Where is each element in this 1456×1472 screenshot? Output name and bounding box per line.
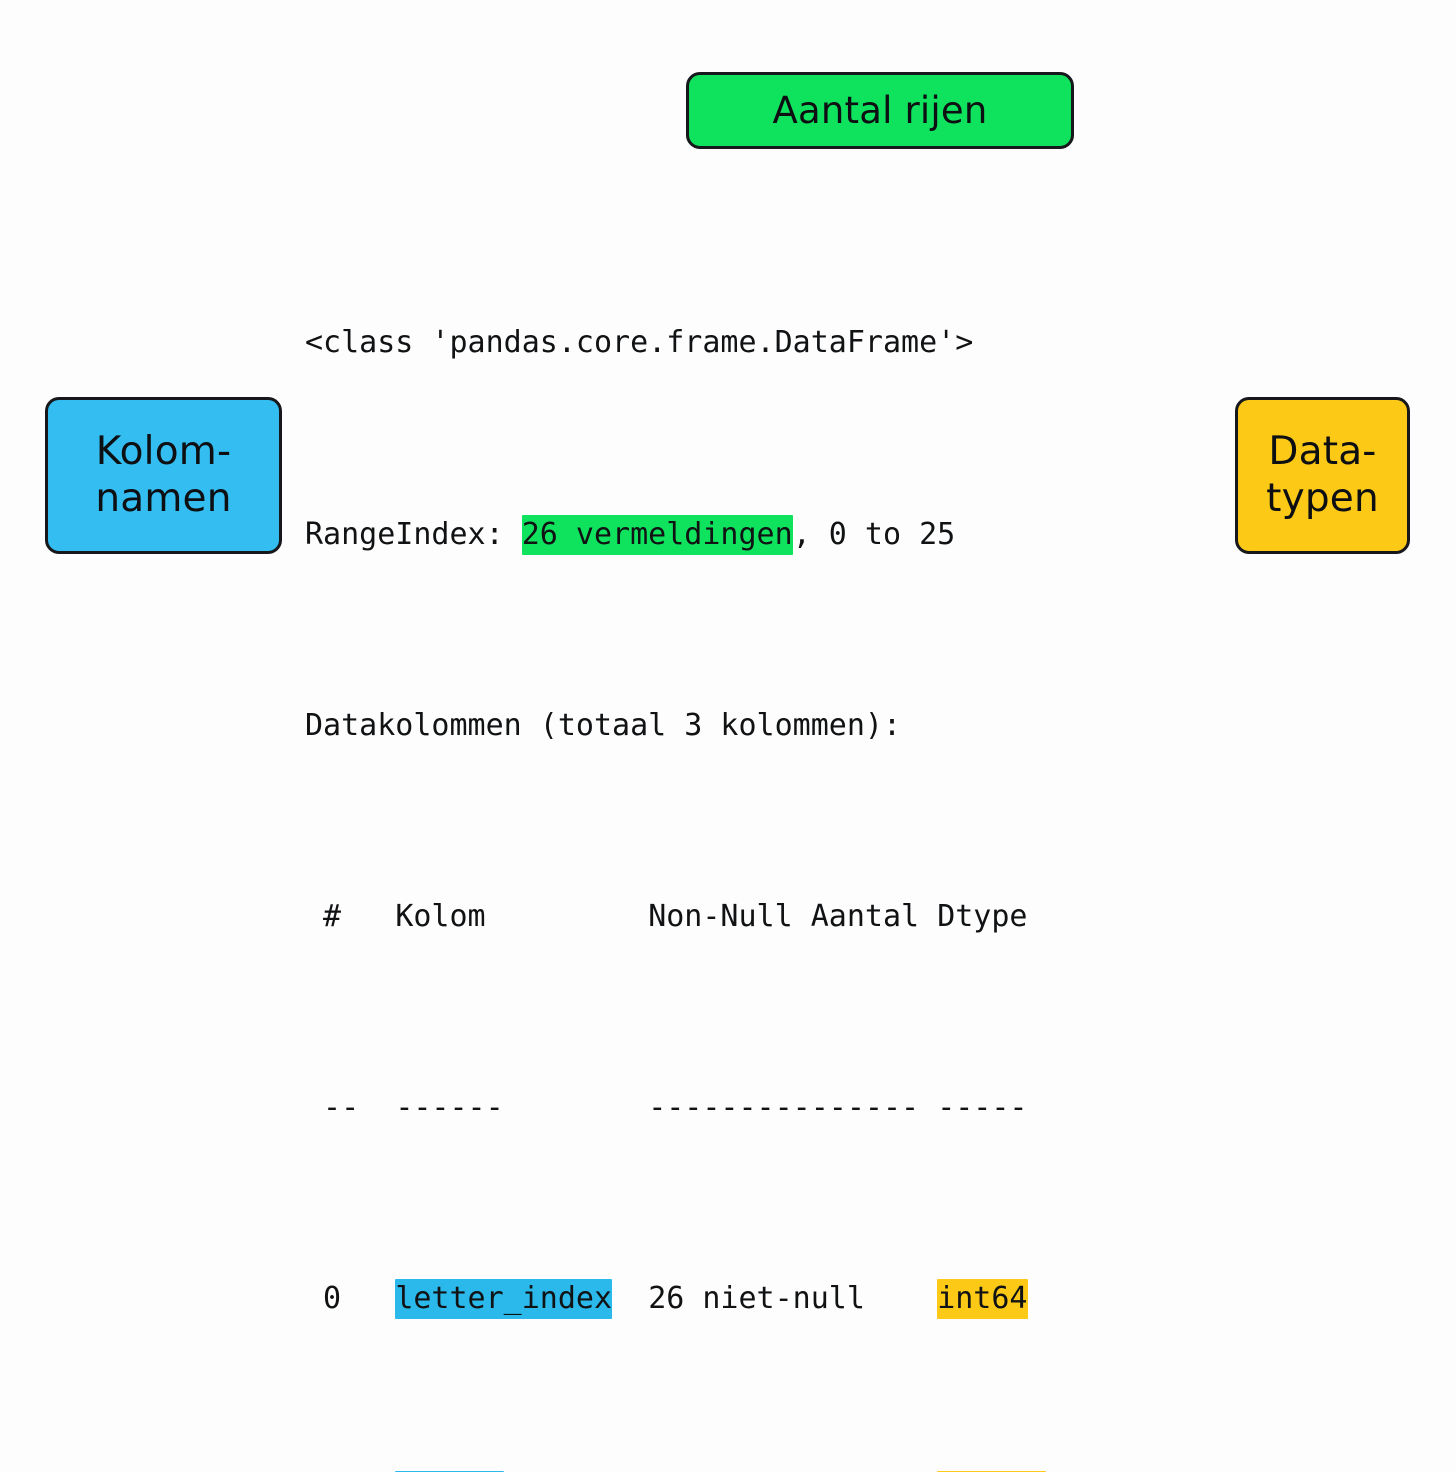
callout-datatypen-line-2: typen [1266, 475, 1379, 521]
row-0-column-highlight: letter_index [395, 1279, 613, 1320]
callout-kolomnamen: Kolom- namen [45, 397, 282, 554]
code-line-table-separator: -- ------ --------------- ----- [305, 1084, 1064, 1132]
row-0-dtype-highlight: int64 [937, 1279, 1028, 1320]
callout-kolomnamen-line-1: Kolom- [95, 429, 232, 475]
separator-dtype: ----- [937, 1090, 1028, 1126]
callout-aantal-rijen-line-1: Aantal rijen [772, 88, 988, 132]
header-nonnull: Non-Null Aantal [648, 898, 920, 934]
row-0-index: 0 [305, 1281, 360, 1317]
header-gap-2 [486, 899, 649, 934]
rangeindex-prefix: RangeIndex: [305, 516, 522, 552]
row-0-gap-3 [865, 1281, 937, 1316]
row-0-nonnull: 26 niet-null [648, 1281, 865, 1317]
header-gap-3 [919, 899, 937, 934]
datacolumns-text: Datakolommen (totaal 3 kolommen): [305, 707, 902, 743]
row-1-dtype-highlight: object [937, 1470, 1046, 1472]
separator-num: -- [305, 1090, 360, 1126]
separator-gap-2 [504, 1090, 649, 1125]
row-0-gap-1 [359, 1281, 395, 1316]
callout-datatypen-line-1: Data- [1268, 429, 1377, 475]
code-line-table-header: # Kolom Non-Null Aantal Dtype [305, 893, 1064, 941]
header-gap-1 [359, 899, 395, 934]
slide-canvas: Aantal rijen Kolom- namen Data- typen <c… [45, 72, 1410, 1472]
dataframe-info-output: <class 'pandas.core.frame.DataFrame'> Ra… [305, 176, 1064, 1472]
callout-aantal-rijen: Aantal rijen [686, 72, 1074, 149]
header-column: Kolom [395, 898, 486, 934]
header-dtype: Dtype [937, 898, 1028, 934]
class-text: <class 'pandas.core.frame.DataFrame'> [305, 325, 974, 361]
header-num: # [305, 898, 360, 934]
separator-gap-1 [359, 1090, 395, 1125]
callout-datatypen: Data- typen [1235, 397, 1410, 554]
rangeindex-entries-highlight: 26 vermeldingen [521, 514, 793, 555]
code-line-rangeindex: RangeIndex: 26 vermeldingen, 0 to 25 [305, 511, 1064, 559]
callout-kolomnamen-line-2: namen [95, 475, 232, 521]
table-row: 0 letter_index 26 niet-null int64 [305, 1275, 1064, 1323]
code-line-datacolumns: Datakolommen (totaal 3 kolommen): [305, 702, 1064, 750]
separator-nonnull: --------------- [648, 1090, 920, 1126]
separator-column: ------ [395, 1090, 504, 1126]
row-1-column-highlight: letter [395, 1470, 504, 1472]
row-0-gap-2 [612, 1281, 648, 1316]
table-row: 1 letter 26 niet-null object [305, 1467, 1064, 1472]
rangeindex-suffix: , 0 to 25 [792, 516, 956, 552]
code-line-class: <class 'pandas.core.frame.DataFrame'> [305, 319, 1064, 367]
separator-gap-3 [919, 1090, 937, 1125]
